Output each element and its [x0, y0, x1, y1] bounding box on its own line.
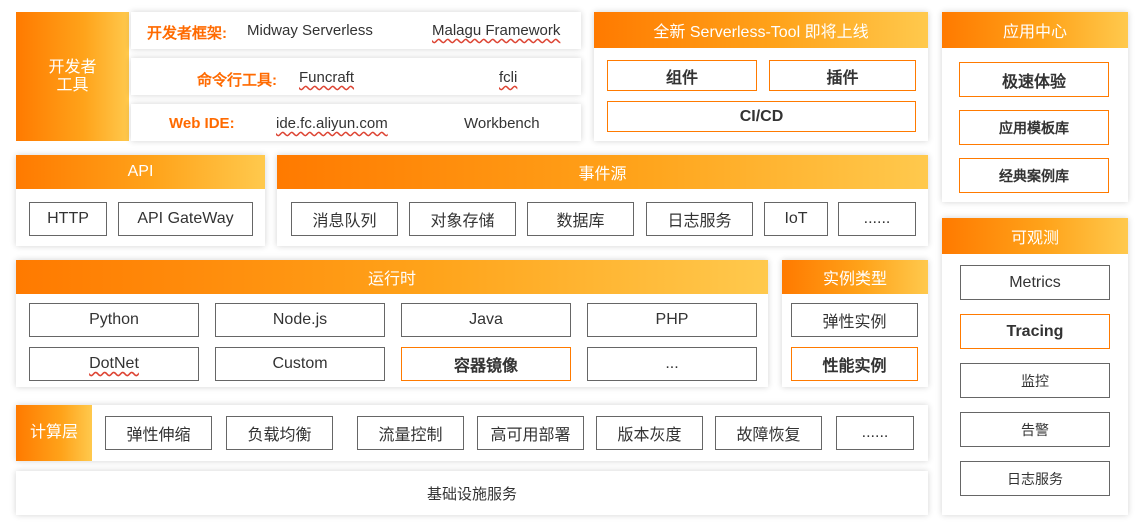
- component-button[interactable]: 组件: [607, 60, 757, 91]
- obs-log-service-box[interactable]: 日志服务: [960, 461, 1110, 496]
- tracing-box[interactable]: Tracing: [960, 314, 1110, 349]
- container-image-box[interactable]: 容器镜像: [401, 347, 571, 381]
- event-source-title: 事件源: [277, 155, 928, 189]
- fcli-link[interactable]: fcli: [499, 69, 518, 86]
- dev-webide-key: Web IDE:: [169, 115, 235, 132]
- runtime-panel: 运行时 Python Node.js Java PHP DotNet Custo…: [16, 260, 768, 387]
- metrics-box[interactable]: Metrics: [960, 265, 1110, 300]
- message-queue-box[interactable]: 消息队列: [291, 202, 398, 236]
- malagu-framework-link[interactable]: Malagu Framework: [432, 22, 561, 39]
- php-box[interactable]: PHP: [587, 303, 757, 337]
- fault-recovery-box[interactable]: 故障恢复: [715, 416, 822, 450]
- alert-box[interactable]: 告警: [960, 412, 1110, 447]
- plugin-button[interactable]: 插件: [769, 60, 916, 91]
- ide-fc-aliyun-link[interactable]: ide.fc.aliyun.com: [276, 115, 388, 132]
- dev-framework-key: 开发者框架:: [147, 25, 227, 42]
- quick-experience-button[interactable]: 极速体验: [959, 62, 1109, 97]
- custom-box[interactable]: Custom: [215, 347, 385, 381]
- traffic-control-box[interactable]: 流量控制: [357, 416, 464, 450]
- performance-instance-box[interactable]: 性能实例: [791, 347, 918, 381]
- infrastructure-panel: 基础设施服务: [16, 471, 928, 515]
- database-box[interactable]: 数据库: [527, 202, 634, 236]
- observability-title: 可观测: [942, 218, 1128, 254]
- iot-box[interactable]: IoT: [764, 202, 828, 236]
- version-canary-box[interactable]: 版本灰度: [596, 416, 703, 450]
- dev-tools-label-line-1: 开发者: [48, 58, 97, 76]
- dotnet-label: DotNet: [89, 355, 139, 372]
- runtime-more-box[interactable]: ...: [587, 347, 757, 381]
- app-center-panel: 应用中心 极速体验 应用模板库 经典案例库: [942, 12, 1128, 202]
- observability-panel: 可观测 Metrics Tracing 监控 告警 日志服务: [942, 218, 1128, 515]
- java-box[interactable]: Java: [401, 303, 571, 337]
- midway-serverless-link[interactable]: Midway Serverless: [247, 22, 373, 39]
- dev-tools-row-cli: 命令行工具: Funcraft fcli: [131, 58, 581, 95]
- ha-deployment-box[interactable]: 高可用部署: [477, 416, 584, 450]
- serverless-tool-title: 全新 Serverless-Tool 即将上线: [594, 12, 928, 48]
- http-box[interactable]: HTTP: [29, 202, 107, 236]
- dev-tools-row-framework: 开发者框架: Midway Serverless Malagu Framewor…: [131, 12, 581, 49]
- python-box[interactable]: Python: [29, 303, 199, 337]
- app-center-title: 应用中心: [942, 12, 1128, 48]
- api-gateway-box[interactable]: API GateWay: [118, 202, 253, 236]
- monitoring-box[interactable]: 监控: [960, 363, 1110, 398]
- load-balancing-box[interactable]: 负载均衡: [226, 416, 333, 450]
- object-storage-box[interactable]: 对象存储: [409, 202, 516, 236]
- funcraft-link[interactable]: Funcraft: [299, 69, 355, 86]
- runtime-title: 运行时: [16, 260, 768, 294]
- nodejs-box[interactable]: Node.js: [215, 303, 385, 337]
- compute-layer-panel: 计算层 弹性伸缩 负载均衡 流量控制 高可用部署 版本灰度 故障恢复 .....…: [16, 405, 928, 461]
- instance-type-title: 实例类型: [782, 260, 928, 294]
- serverless-tool-panel: 全新 Serverless-Tool 即将上线 组件 插件 CI/CD: [594, 12, 928, 141]
- compute-more-box[interactable]: ......: [836, 416, 914, 450]
- event-source-more-box[interactable]: ......: [838, 202, 916, 236]
- dotnet-box[interactable]: DotNet: [29, 347, 199, 381]
- infrastructure-label: 基础设施服务: [426, 485, 517, 503]
- event-source-panel: 事件源 消息队列 对象存储 数据库 日志服务 IoT ......: [277, 155, 928, 246]
- app-template-library-button[interactable]: 应用模板库: [959, 110, 1109, 145]
- cicd-button[interactable]: CI/CD: [607, 101, 916, 132]
- instance-type-panel: 实例类型 弹性实例 性能实例: [782, 260, 928, 387]
- dev-tools-label-line-2: 工具: [56, 76, 89, 94]
- log-service-box[interactable]: 日志服务: [646, 202, 753, 236]
- dev-tools-row-webide: Web IDE: ide.fc.aliyun.com Workbench: [131, 104, 581, 141]
- compute-layer-label: 计算层: [16, 405, 92, 461]
- classic-case-library-button[interactable]: 经典案例库: [959, 158, 1109, 193]
- elastic-instance-box[interactable]: 弹性实例: [791, 303, 918, 337]
- dev-tools-label: 开发者 工具: [16, 12, 129, 141]
- api-panel: API HTTP API GateWay: [16, 155, 265, 246]
- api-title: API: [16, 155, 265, 189]
- workbench-link[interactable]: Workbench: [464, 115, 540, 132]
- auto-scaling-box[interactable]: 弹性伸缩: [105, 416, 212, 450]
- dev-cli-key: 命令行工具:: [197, 72, 277, 89]
